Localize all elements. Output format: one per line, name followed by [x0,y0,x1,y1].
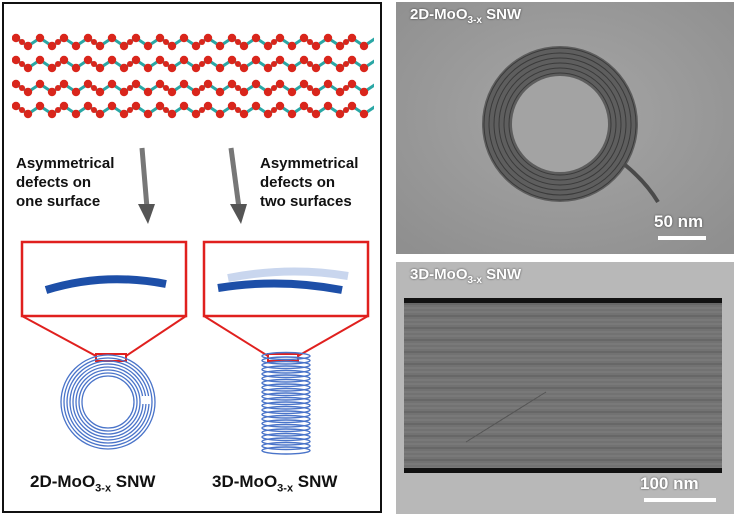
arrow-right [228,147,247,224]
tem-2d-micrograph [396,2,734,254]
arrow-right-label: Asymmetrical defects on two surfaces [260,155,359,210]
scale-bar-50nm [658,236,706,240]
spiral-coil-2d [60,354,156,450]
zoom-frame-2d [20,240,188,362]
tem-3d-micrograph [396,262,734,514]
tem-bottom-title: 3D-MoO3-x SNW [410,266,522,286]
arrow-left-label: Asymmetrical defects on one surface [16,155,115,210]
scale-bar-label-top: 50 nm [654,212,704,231]
scale-bar-label-bottom: 100 nm [640,474,699,493]
tem-image-3d: 3D-MoO3-x SNW 100 nm [396,262,734,514]
helical-coil-3d [261,351,311,455]
zoom-frame-3d [202,240,370,362]
tem-image-2d: 2D-MoO3-x SNW 50 nm [396,2,734,254]
schematic-panel: Asymmetrical defects on one surface Asym… [2,2,382,513]
caption-3d-snw: 3D-MoO3-x SNW [212,472,338,495]
tem-top-title: 2D-MoO3-x SNW [410,6,522,26]
scale-bar-100nm [644,498,716,502]
arrow-left [138,147,155,224]
caption-2d-snw: 2D-MoO3-x SNW [30,472,156,495]
moo3-crystal-structure [12,33,374,119]
